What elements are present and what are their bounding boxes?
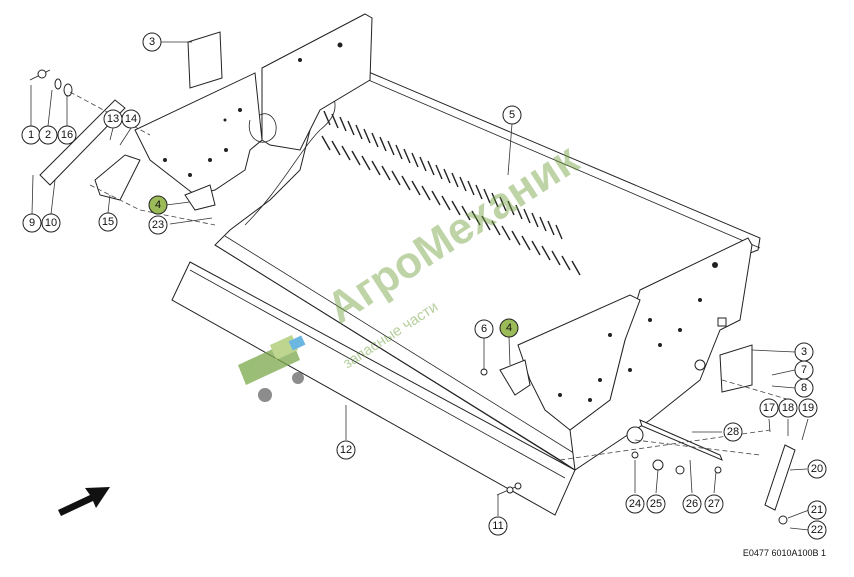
callout-22: 22 <box>807 520 827 540</box>
callout-1: 1 <box>21 125 41 145</box>
callout-number: 1 <box>28 129 34 141</box>
callout-18: 18 <box>778 398 798 418</box>
direction-arrow-icon <box>58 487 110 516</box>
callouts: 1 2 16 3 5 13 14 9 10 15 4 23 6 4 3 7 8 … <box>21 32 827 540</box>
callout-17: 17 <box>759 398 779 418</box>
callout-number: 8 <box>801 382 807 394</box>
callout-16: 16 <box>57 125 77 145</box>
callout-number: 9 <box>29 217 35 229</box>
left-side-plate <box>134 13 373 196</box>
callout-2: 2 <box>38 125 58 145</box>
callout-11: 11 <box>488 516 508 536</box>
callout-4-left: 4 <box>148 195 168 215</box>
callout-19: 19 <box>798 398 818 418</box>
right-side-plate <box>517 237 753 471</box>
callout-number: 12 <box>340 444 352 456</box>
callout-10: 10 <box>41 213 61 233</box>
callout-number: 4 <box>155 199 161 211</box>
callout-number: 23 <box>152 219 164 231</box>
harvester-logo-icon <box>238 335 306 402</box>
callout-number: 7 <box>801 364 807 376</box>
callout-number: 16 <box>61 129 73 141</box>
callout-8: 8 <box>794 378 814 398</box>
callout-number: 15 <box>102 216 114 228</box>
callout-15: 15 <box>98 212 118 232</box>
callout-number: 17 <box>763 402 775 414</box>
callout-number: 14 <box>125 113 137 125</box>
callout-4-right: 4 <box>499 318 519 338</box>
callout-number: 19 <box>802 402 814 414</box>
leader-lines <box>30 41 810 531</box>
callout-number: 26 <box>686 498 698 510</box>
callout-23: 23 <box>148 215 168 235</box>
callout-21: 21 <box>807 500 827 520</box>
callout-25: 25 <box>646 494 666 514</box>
callout-number: 21 <box>811 504 823 516</box>
reference-code: E0477 6010A100B 1 <box>742 548 826 558</box>
callout-12: 12 <box>336 440 356 460</box>
callout-number: 25 <box>650 498 662 510</box>
callout-5: 5 <box>502 105 522 125</box>
callout-9: 9 <box>22 213 42 233</box>
callout-7: 7 <box>794 360 814 380</box>
callout-28: 28 <box>723 422 743 442</box>
callout-number: 6 <box>481 323 487 335</box>
callout-3-right: 3 <box>794 342 814 362</box>
callout-number: 3 <box>149 36 155 48</box>
callout-3-top: 3 <box>142 32 162 52</box>
callout-number: 27 <box>708 498 720 510</box>
callout-number: 20 <box>811 463 823 475</box>
callout-number: 24 <box>629 498 641 510</box>
callout-number: 18 <box>782 402 794 414</box>
callout-26: 26 <box>682 494 702 514</box>
callout-14: 14 <box>121 109 141 129</box>
callout-number: 22 <box>811 524 823 536</box>
cover-plate <box>171 261 576 516</box>
callout-13: 13 <box>103 109 123 129</box>
callout-number: 10 <box>45 217 57 229</box>
callout-6: 6 <box>474 319 494 339</box>
callout-24: 24 <box>625 494 645 514</box>
callout-number: 3 <box>801 346 807 358</box>
callout-number: 4 <box>506 322 512 334</box>
callout-number: 28 <box>727 426 739 438</box>
callout-number: 5 <box>509 109 515 121</box>
callout-number: 11 <box>492 520 503 532</box>
callout-27: 27 <box>704 494 724 514</box>
slot-rows <box>321 110 581 276</box>
callout-20: 20 <box>807 459 827 479</box>
callout-number: 13 <box>107 113 119 125</box>
small-parts <box>29 31 796 525</box>
callout-number: 2 <box>45 129 51 141</box>
